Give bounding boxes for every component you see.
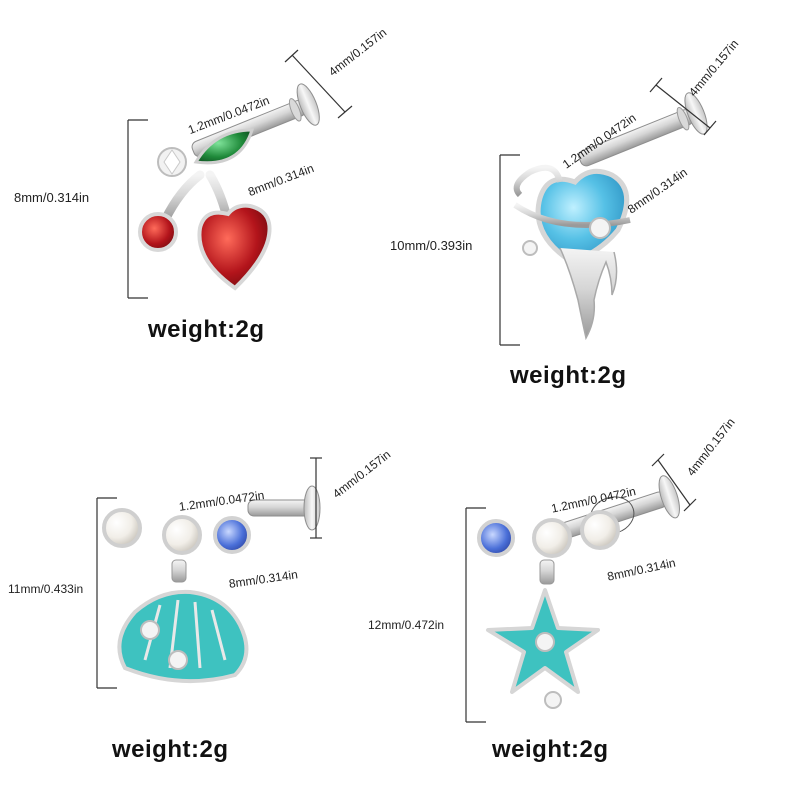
starfish-length-label: 12mm/0.472in [368,618,445,632]
heart-cherry-gem [197,203,272,291]
pearl [580,510,620,550]
opal-heart-gem [535,168,630,265]
drip-metal [559,247,618,341]
shell-weight-label: weight:2g [112,736,229,763]
cherry-earring [138,83,320,291]
starfish-weight-label: weight:2g [492,736,609,763]
pearl [102,508,142,548]
cherry-weight-label: weight:2g [148,316,265,343]
blue-gem [213,516,251,554]
blue-gem [477,519,515,557]
clear-gem [589,217,611,239]
pearl-shell-earring [102,485,321,684]
opal-weight-label: weight:2g [510,362,627,389]
small-cherry-gem [138,212,178,252]
pearl [162,515,202,555]
opal-heart-earring [513,92,708,341]
shell-dimension-lines [96,457,322,689]
pearl [532,518,572,558]
pearl-starfish-earring [477,475,680,709]
cherry-length-label: 8mm/0.314in [14,190,90,205]
opal-dimension-lines [499,77,717,346]
opal-length-label: 10mm/0.393in [390,238,473,253]
opal-bar [578,92,708,167]
leaf-gem [193,128,255,165]
cherry-dimension-lines [127,49,353,299]
shell-length-label: 11mm/0.433in [8,582,84,596]
starfish-dimension-lines [465,453,697,723]
